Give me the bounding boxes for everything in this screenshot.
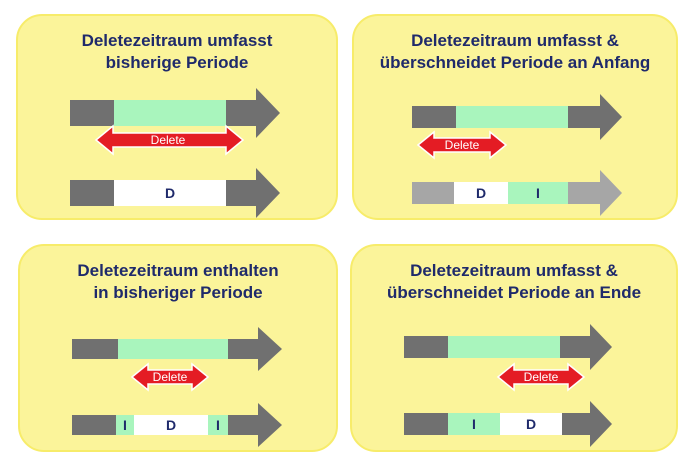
title-line-1: Deletezeitraum umfasst [81, 31, 273, 50]
delete-range-arrow: Delete [496, 362, 586, 392]
inserted-segment [448, 413, 500, 435]
segment-i-left-label: I [123, 417, 127, 433]
panel-top-left: Deletezeitraum umfasst bisherige Periode… [16, 14, 338, 220]
segment-d-label: D [476, 185, 486, 201]
result-arrow: I D [404, 401, 612, 447]
panel-top-right: Deletezeitraum umfasst & überschneidet P… [352, 14, 678, 220]
title-line-1: Deletezeitraum umfasst & [410, 261, 618, 280]
diagram-top-right: Delete D I [412, 94, 622, 216]
result-arrow: D I [412, 170, 622, 216]
result-arrow: I D I [72, 403, 282, 447]
title-line-2: in bisheriger Periode [93, 283, 263, 302]
deleted-segment [114, 180, 226, 206]
existing-period-segment [448, 336, 560, 358]
diagram-top-left: Delete D [70, 88, 280, 218]
deleted-segment [500, 413, 562, 435]
existing-period-segment [456, 106, 568, 128]
existing-period-arrow [70, 88, 280, 138]
deleted-segment [454, 182, 508, 204]
delete-range-arrow: Delete [94, 124, 245, 156]
title-line-2: bisherige Periode [105, 53, 249, 72]
panel-title: Deletezeitraum enthalten in bisheriger P… [20, 260, 336, 304]
inserted-segment [508, 182, 568, 204]
existing-period-segment [114, 100, 226, 126]
inserted-segment-right [208, 415, 228, 435]
inserted-segment-left [116, 415, 134, 435]
delete-range-arrow: Delete [130, 362, 210, 392]
title-line-2: überschneidet Periode an Anfang [379, 53, 651, 72]
result-arrow: D [70, 168, 280, 218]
delete-label: Delete [153, 370, 188, 384]
existing-period-arrow [412, 94, 622, 140]
diagram-bottom-right: Delete I D [404, 324, 612, 447]
segment-i-right-label: I [216, 417, 220, 433]
segment-i-label: I [536, 185, 540, 201]
segment-i-label: I [472, 416, 476, 432]
segment-d-label: D [526, 416, 536, 432]
existing-period-segment [118, 339, 228, 359]
existing-period-arrow [72, 327, 282, 371]
segment-d-label: D [165, 185, 175, 201]
panel-bottom-right: Deletezeitraum umfasst & überschneidet P… [350, 244, 678, 452]
delete-label: Delete [524, 370, 559, 384]
title-line-2: überschneidet Periode an Ende [386, 283, 642, 302]
deleted-segment [134, 415, 208, 435]
segment-d-label: D [166, 417, 176, 433]
delete-range-arrow: Delete [416, 130, 508, 160]
existing-period-arrow [404, 324, 612, 370]
title-line-1: Deletezeitraum umfasst & [411, 31, 619, 50]
title-line-1: Deletezeitraum enthalten [77, 261, 279, 280]
panel-title: Deletezeitraum umfasst & überschneidet P… [354, 30, 676, 74]
panel-title: Deletezeitraum umfasst bisherige Periode [18, 30, 336, 74]
delete-label: Delete [445, 138, 480, 152]
panel-bottom-left: Deletezeitraum enthalten in bisheriger P… [18, 244, 338, 452]
diagram-bottom-left: Delete I D I [72, 327, 282, 447]
delete-label: Delete [151, 133, 186, 147]
panel-title: Deletezeitraum umfasst & überschneidet P… [352, 260, 676, 304]
